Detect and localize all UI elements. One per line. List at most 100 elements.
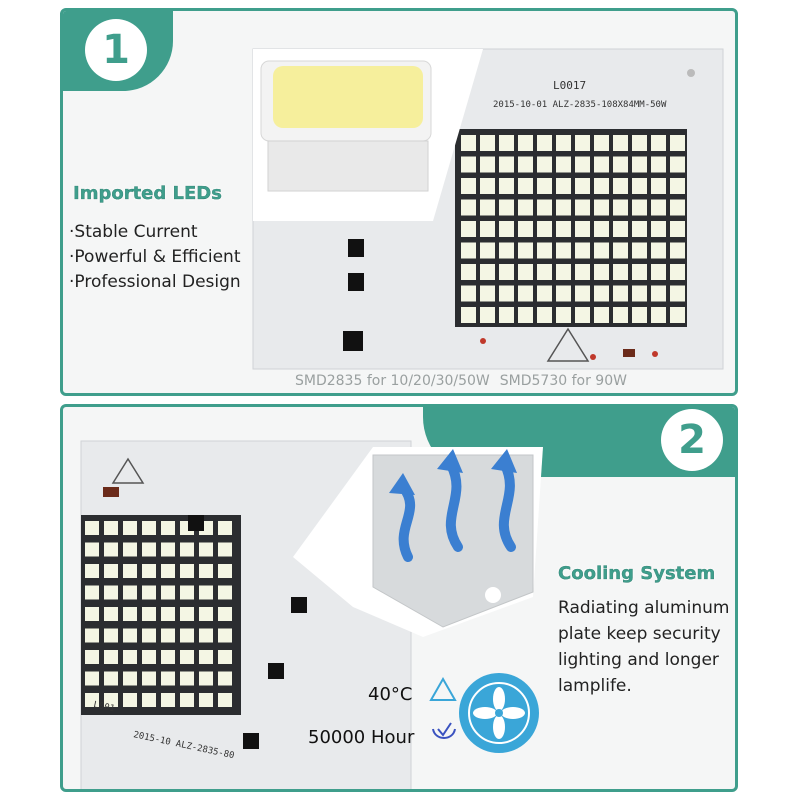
led-chip [670,307,685,323]
led-chip [85,628,99,643]
led-chip [199,693,213,707]
led-chip [499,221,514,237]
led-chip [556,264,571,280]
led-chip [651,156,666,173]
led-chip [499,135,514,151]
led-chip [161,564,175,578]
led-chip [104,693,118,707]
led-chip [651,285,666,302]
led-chip [518,156,533,173]
led-chip [123,628,137,643]
led-chip [632,156,647,173]
led-chip [670,264,685,280]
led-chip [594,264,609,280]
led-chip [518,135,533,151]
lifetime-stat: 50000 Hour [308,727,415,748]
led-chip [651,264,666,280]
led-chip [632,199,647,216]
led-chip [594,242,609,259]
led-chip [537,264,552,280]
led-chip [518,221,533,237]
led-chip [575,264,590,280]
led-chip [518,242,533,259]
led-chip [180,564,194,578]
led-chip [499,178,514,194]
caption-smd5730: SMD5730 for 90W [499,373,627,389]
led-chip [651,199,666,216]
led-chip [123,650,137,664]
section-heading: Cooling System [558,563,716,584]
fan-icon [473,687,525,739]
led-chip [537,178,552,194]
led-chip [123,542,137,557]
led-chip [613,285,628,302]
led-chip [218,564,232,578]
led-chip [104,585,118,600]
heat-arrow-icon [389,473,415,495]
led-chip [632,221,647,237]
led-chip [218,671,232,686]
led-chip [480,264,495,280]
heat-arrow-icon [445,460,463,552]
led-chip [180,693,194,707]
led-chip [461,264,476,280]
led-chip [670,221,685,237]
resistor [103,487,119,497]
led-chip [461,199,476,216]
led-chip [499,264,514,280]
led-chip [161,671,175,686]
solder-pad [590,354,596,360]
temperature-stat: 40°C [368,684,413,705]
led-chip [632,242,647,259]
led-chip [480,135,495,151]
led-chip [594,156,609,173]
plate-hole [485,587,501,603]
feature-item: ·Professional Design [69,272,241,292]
led-chip [499,156,514,173]
led-chip [85,521,99,535]
led-chip [461,178,476,194]
led-chip [180,650,194,664]
driver-chip [291,597,307,613]
led-chip [199,542,213,557]
led-grid [461,135,685,323]
led-chip [499,307,514,323]
panel-imported-leds: 1 L0017 2015-10-01 ALZ-2835-108X84MM-50W… [60,8,738,396]
warning-triangle-icon [111,457,145,484]
led-chip [670,178,685,194]
led-chip [594,221,609,237]
led-chip [161,585,175,600]
led-chip [104,521,118,535]
led-chip [594,178,609,194]
led-chip [575,156,590,173]
led-chip [518,199,533,216]
led-chip [632,264,647,280]
led-chip [575,285,590,302]
led-chip [480,242,495,259]
led-chip [180,607,194,621]
led-chip [142,521,156,535]
led-chip [556,156,571,173]
led-chip [651,307,666,323]
led-chip [537,221,552,237]
led-chip [575,307,590,323]
driver-chip [343,331,363,351]
heat-arrow-icon [498,460,516,552]
warning-triangle-icon [546,327,590,362]
led-chip [218,585,232,600]
led-chip [180,628,194,643]
led-chip [670,199,685,216]
led-chip [218,628,232,643]
led-chip [85,671,99,686]
led-chip [142,693,156,707]
feature-item: ·Stable Current [69,222,198,242]
led-chip [537,199,552,216]
led-chip [480,221,495,237]
lifetime-check-icon [437,722,452,737]
led-chip [651,221,666,237]
led-chip [575,199,590,216]
led-chip [123,564,137,578]
fan-icon [468,682,530,744]
led-chip [85,693,99,707]
led-chip [218,607,232,621]
